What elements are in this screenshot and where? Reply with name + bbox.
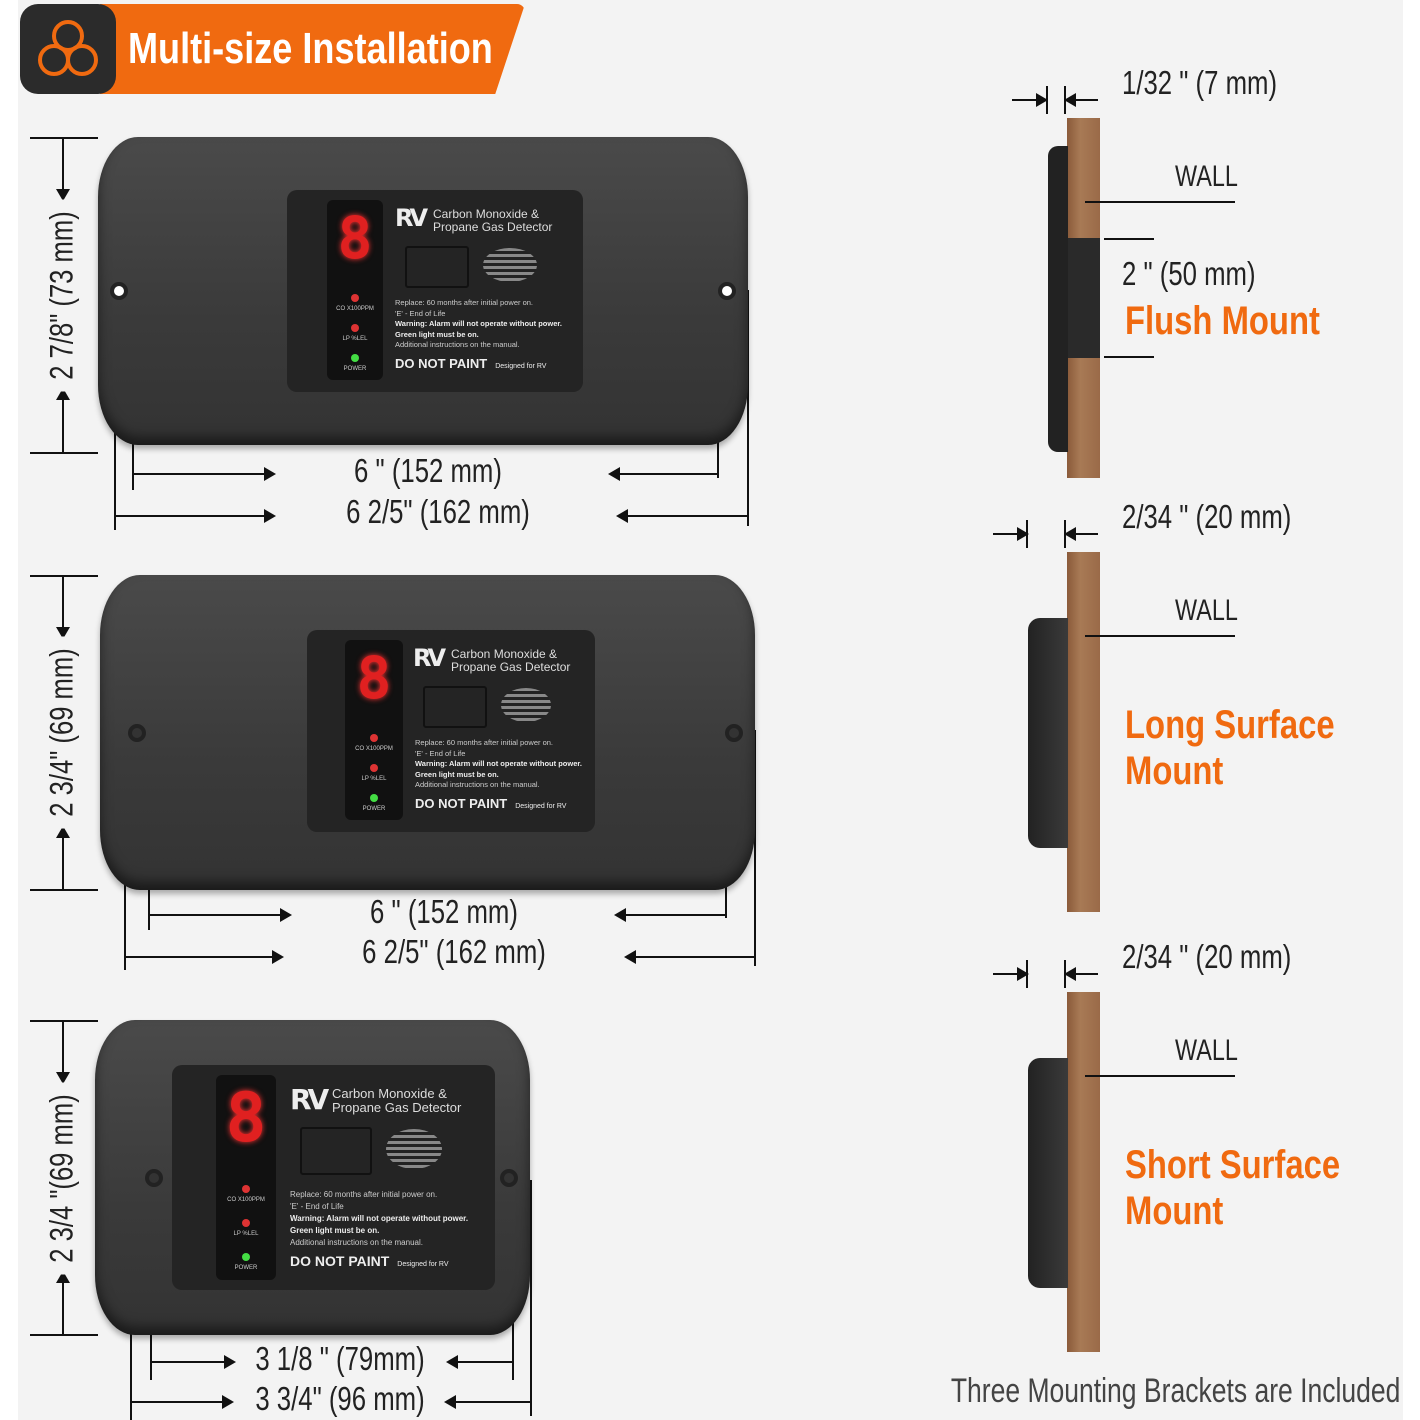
width-inner-label: 6 " (152 mm) xyxy=(370,893,518,930)
detector-panel: 8 CO X100PPM LP %LEL POWER RV Carbon Mon… xyxy=(307,630,595,832)
width-inner-label: 6 " (152 mm) xyxy=(354,452,502,489)
replace-text: Replace: 60 months after initial power o… xyxy=(290,1190,438,1199)
digit-display: 8 xyxy=(225,1079,267,1158)
banner-title: Multi-size Installation xyxy=(128,24,493,73)
led-power-label: POWER xyxy=(234,1265,258,1271)
digit-display: 8 xyxy=(356,644,392,712)
speaker-grill xyxy=(501,688,551,722)
additional-text: Additional instructions on the manual. xyxy=(395,340,520,349)
mount-name-line-2: Mount xyxy=(1125,1189,1224,1233)
led-lp-label: LP %LEL xyxy=(342,336,368,342)
warning-text: Warning: Alarm will not operate without … xyxy=(415,759,582,768)
detector-device-3: 8 CO X100PPM LP %LEL POWER RV Carbon Mon… xyxy=(95,1020,530,1335)
brand-line-1: Carbon Monoxide & xyxy=(451,647,558,661)
wall-label: WALL xyxy=(1175,594,1238,627)
width-outer-label: 3 3/4" (96 mm) xyxy=(255,1380,425,1417)
rv-logo: RV xyxy=(413,644,446,672)
mount-name-line-1: Short Surface xyxy=(1125,1143,1341,1187)
green-text: Green light must be on. xyxy=(395,329,479,339)
wall-label: WALL xyxy=(1175,1034,1238,1067)
led-lp-label: LP %LEL xyxy=(233,1231,259,1237)
title-banner: Multi-size Installation xyxy=(20,4,525,94)
detector-device-2: 8 CO X100PPM LP %LEL POWER RV Carbon Mon… xyxy=(100,575,755,890)
do-not-paint: DO NOT PAINT xyxy=(395,356,488,371)
depth-label: 1/32 " (7 mm) xyxy=(1122,64,1278,101)
mount-name: Flush Mount xyxy=(1125,299,1320,343)
speaker-grill xyxy=(386,1129,442,1169)
designed-for-rv: Designed for RV xyxy=(515,803,567,810)
sensor-window xyxy=(300,1127,372,1175)
width-outer-label: 6 2/5" (162 mm) xyxy=(362,933,546,970)
speaker-grill xyxy=(483,248,537,282)
warning-text: Warning: Alarm will not operate without … xyxy=(395,319,562,328)
height-label: 2 7/8" (73 mm) xyxy=(43,199,81,392)
replace-text: Replace: 60 months after initial power o… xyxy=(395,298,533,307)
wall-label: WALL xyxy=(1175,160,1238,193)
depth-label: 2/34 " (20 mm) xyxy=(1122,938,1292,975)
brand-line-2: Propane Gas Detector xyxy=(433,220,553,234)
sensor-window xyxy=(405,246,469,288)
brand-line-2: Propane Gas Detector xyxy=(332,1100,462,1115)
green-text: Green light must be on. xyxy=(290,1226,380,1235)
brand-line-2: Propane Gas Detector xyxy=(451,660,571,674)
rv-logo: RV xyxy=(290,1083,329,1116)
led-co-label: CO X100PPM xyxy=(355,746,393,752)
three-circles-icon xyxy=(20,4,116,94)
wall-section xyxy=(1067,992,1100,1352)
brand-line-1: Carbon Monoxide & xyxy=(433,207,540,221)
led-lp-label: LP %LEL xyxy=(361,776,387,782)
rv-logo: RV xyxy=(395,204,428,232)
mount-name-line-2: Mount xyxy=(1125,749,1224,793)
width-outer-label: 6 2/5" (162 mm) xyxy=(346,493,530,530)
surface-bracket xyxy=(1028,1058,1068,1288)
detector-panel: 8 CO X100PPM LP %LEL POWER RV Carbon Mon… xyxy=(172,1065,495,1290)
led-power-label: POWER xyxy=(343,366,367,372)
detector-panel: 8 CO X100PPM LP %LEL POWER RV Carbon Mon… xyxy=(287,190,583,392)
green-text: Green light must be on. xyxy=(415,769,499,779)
designed-for-rv: Designed for RV xyxy=(397,1261,449,1268)
height-label: 2 3/4 "(69 mm) xyxy=(43,1082,81,1275)
eol-text: 'E' - End of Life xyxy=(415,748,466,758)
led-co-label: CO X100PPM xyxy=(336,306,374,312)
led-power-label: POWER xyxy=(362,806,386,812)
warning-text: Warning: Alarm will not operate without … xyxy=(290,1214,469,1223)
do-not-paint: DO NOT PAINT xyxy=(415,796,508,811)
cutout-label: 2 " (50 mm) xyxy=(1122,255,1256,292)
eol-text: 'E' - End of Life xyxy=(290,1202,344,1211)
replace-text: Replace: 60 months after initial power o… xyxy=(415,738,553,747)
designed-for-rv: Designed for RV xyxy=(495,363,547,370)
wall-section xyxy=(1067,552,1100,912)
mount-name-line-1: Long Surface xyxy=(1125,703,1335,747)
digit-display: 8 xyxy=(337,204,373,272)
brand-line-1: Carbon Monoxide & xyxy=(332,1086,447,1101)
height-label: 2 3/4" (69 mm) xyxy=(43,636,81,829)
detector-device-1: 8 CO X100PPM LP %LEL POWER RV Carbon Mon… xyxy=(98,137,748,445)
additional-text: Additional instructions on the manual. xyxy=(415,780,540,789)
eol-text: 'E' - End of Life xyxy=(395,308,446,318)
additional-text: Additional instructions on the manual. xyxy=(290,1238,423,1247)
do-not-paint: DO NOT PAINT xyxy=(290,1253,390,1269)
width-inner-label: 3 1/8 " (79mm) xyxy=(255,1340,425,1377)
flush-bracket xyxy=(1048,146,1068,452)
sensor-window xyxy=(423,686,487,728)
footer-caption: Three Mounting Brackets are Included xyxy=(950,1372,1400,1410)
depth-label: 2/34 " (20 mm) xyxy=(1122,498,1292,535)
led-co-label: CO X100PPM xyxy=(227,1197,265,1203)
surface-bracket xyxy=(1028,618,1068,848)
